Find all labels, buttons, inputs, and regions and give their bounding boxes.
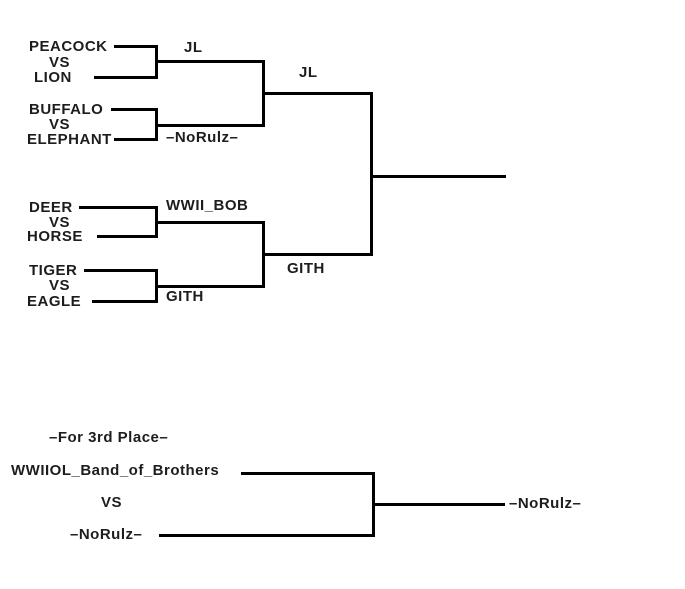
winner-label-sf2: GITH	[287, 260, 325, 277]
team-label-elephant: ELEPHANT	[27, 131, 112, 148]
team-label-buffalo: BUFFALO	[29, 101, 104, 118]
vs-label-qf1: VS	[49, 54, 71, 71]
winner-label-qf1: JL	[184, 39, 203, 56]
connector-third-place-winner	[372, 503, 505, 506]
winner-label-qf4: GITH	[166, 288, 204, 305]
connector-team-lion	[94, 76, 158, 79]
connector-team-eagle	[92, 300, 158, 303]
connector-team-tiger	[84, 269, 158, 272]
vs-label-third-place: VS	[101, 494, 123, 511]
vs-label-qf2: VS	[49, 116, 71, 133]
team-label-wwiiol-band-of-brothers: WWIIOL_Band_of_Brothers	[11, 462, 220, 479]
winner-label-qf3: WWII_BOB	[166, 197, 249, 214]
connector-team-peacock	[114, 45, 158, 48]
vs-label-qf3: VS	[49, 214, 71, 231]
connector-qf1-winner	[155, 60, 265, 63]
winner-label-third-place: –NoRulz–	[509, 495, 582, 512]
connector-final-vertical	[370, 92, 373, 256]
connector-team-norulz	[159, 534, 375, 537]
third-place-heading: –For 3rd Place–	[49, 429, 169, 446]
winner-label-qf2: –NoRulz–	[166, 129, 239, 146]
connector-sf1-winner	[262, 92, 373, 95]
team-label-horse: HORSE	[27, 228, 83, 245]
team-label-deer: DEER	[29, 199, 73, 216]
team-label-lion: LION	[34, 69, 72, 86]
connector-team-buffalo	[111, 108, 158, 111]
connector-team-elephant	[114, 138, 158, 141]
team-label-eagle: EAGLE	[27, 293, 82, 310]
connector-sf2-winner	[262, 253, 373, 256]
connector-team-horse	[97, 235, 158, 238]
team-label-tiger: TIGER	[29, 262, 78, 279]
connector-qf2-winner	[155, 124, 265, 127]
connector-team-deer	[79, 206, 158, 209]
connector-qf4-winner	[155, 285, 265, 288]
connector-qf3-winner	[155, 221, 265, 224]
vs-label-qf4: VS	[49, 277, 71, 294]
team-label-peacock: PEACOCK	[29, 38, 108, 55]
connector-team-bob	[241, 472, 375, 475]
connector-final-winner	[370, 175, 506, 178]
team-label-norulz: –NoRulz–	[70, 526, 143, 543]
winner-label-sf1: JL	[299, 64, 318, 81]
